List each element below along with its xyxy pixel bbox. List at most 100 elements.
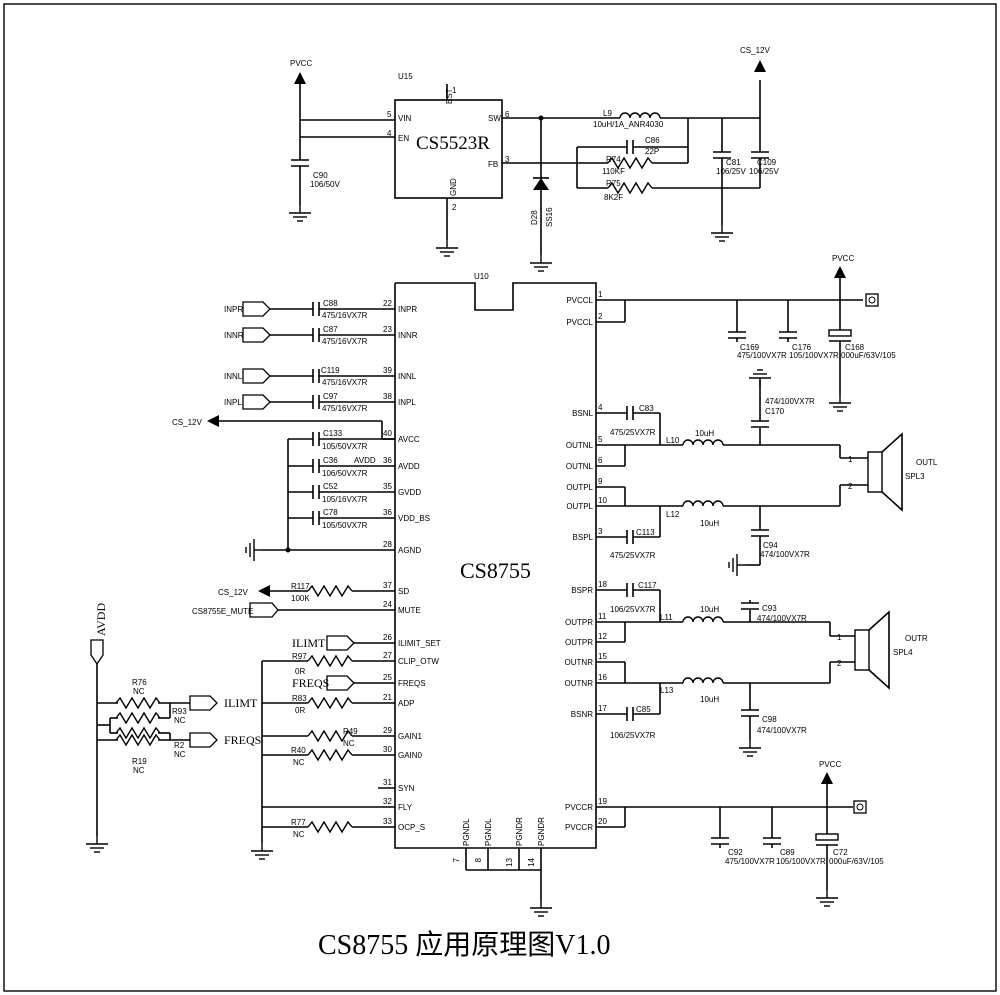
u10-right-pin-num: 12: [598, 632, 607, 641]
u10-left-pin-num: 27: [383, 651, 392, 660]
c133-val: 105/50VX7R: [322, 442, 368, 451]
c113-ref: C113: [636, 528, 655, 537]
u10-left-pin-num: 36: [383, 456, 392, 465]
u10-left-pin-num: 33: [383, 817, 392, 826]
avdd-inline-label: AVDD: [354, 456, 376, 465]
c169-ref: C169: [740, 343, 760, 352]
u10-left-pin-name: OCP_S: [398, 823, 425, 832]
c90-val: 106/50V: [310, 180, 340, 189]
u10-bottom-pin-name: PGNDR: [515, 817, 524, 846]
r19-val: NC: [133, 766, 145, 775]
right-channel-output: C117 106/25VX7R L11 10uH C93 474/100VX7R…: [596, 581, 928, 757]
net-avdd: AVDD: [94, 603, 108, 636]
spl3-ref: SPL3: [905, 472, 925, 481]
u10-bottom-pin-num: 13: [505, 857, 514, 866]
cs12v-label-sd: CS_12V: [218, 588, 248, 597]
u10-right-pin-num: 17: [598, 704, 607, 713]
c113-val: 475/25VX7R: [610, 551, 656, 560]
c89-val: 105/100VX7R: [776, 857, 826, 866]
u10-left-pin-name: GAIN1: [398, 732, 423, 741]
c88-ref: C88: [323, 299, 338, 308]
c168-ref: C168: [845, 343, 865, 352]
page-frame: [3, 3, 997, 992]
u10-right-pin-name: PVCCL: [566, 296, 593, 305]
u15-pin-en: EN: [398, 134, 409, 143]
net-freqs-right: FREQS: [292, 676, 329, 690]
u10-left-pin-name: AGND: [398, 546, 421, 555]
u10-left-pin-num: 24: [383, 600, 392, 609]
u10-left-pin-name: SYN: [398, 784, 415, 793]
l10-ref: L10: [666, 436, 680, 445]
pvcc-label-r: PVCC: [819, 760, 841, 769]
u10-left-pin-num: 30: [383, 745, 392, 754]
pvcc-label-l: PVCC: [832, 254, 854, 263]
c117-val: 106/25VX7R: [610, 605, 656, 614]
pvcc-input-net: PVCC C90 106/50V: [288, 59, 395, 222]
buck-output-network: L9 10uH/1A_ANR4030 D28 SS16 C86 22P R74 …: [502, 46, 779, 272]
r2-ref: R2: [174, 741, 185, 750]
u10-left-pin-name: INPL: [398, 398, 416, 407]
c97-ref: C97: [323, 392, 338, 401]
u10-left-pin-num: 23: [383, 325, 392, 334]
u10-left-pin-num: 25: [383, 673, 392, 682]
spl4-pin1: 1: [837, 633, 842, 642]
r49-ref: R49: [343, 727, 358, 736]
u10-right-pin-num: 11: [598, 612, 607, 621]
u10-right-pin-name: BSPL: [573, 533, 594, 542]
r93-ref: R93: [172, 707, 187, 716]
u10-right-pin-num: 16: [598, 673, 607, 682]
r93-val: NC: [174, 716, 186, 725]
l9-val: 10uH/1A_ANR4030: [593, 120, 664, 129]
l9-ref: L9: [603, 109, 612, 118]
u10-name: CS8755: [460, 558, 531, 583]
c92-ref: C92: [728, 848, 743, 857]
u10-bottom-pin-name: PGNDL: [462, 818, 471, 846]
u10-right-pin-name: PVCCR: [565, 823, 593, 832]
c170-ref: C170: [765, 407, 785, 416]
u10-right-pin-name: BSNR: [571, 710, 593, 719]
r40-ref: R40: [291, 746, 306, 755]
l10-val: 10uH: [695, 429, 714, 438]
u10-right-pin-name: OUTPR: [565, 618, 593, 627]
c86-ref: C86: [645, 136, 660, 145]
u10-bottom-pin-num: 14: [527, 857, 536, 866]
net-innl: INNL: [224, 372, 243, 381]
u15-pin-vin: VIN: [398, 114, 412, 123]
u10-left-pin-num: 36: [383, 508, 392, 517]
u10-right-pin-num: 19: [598, 797, 607, 806]
c52-val: 105/16VX7R: [322, 495, 368, 504]
u10-right-pin-name: OUTNL: [566, 462, 594, 471]
cs12v-label-top: CS_12V: [740, 46, 770, 55]
net-outl: OUTL: [916, 458, 938, 467]
u10-left-pin-num: 21: [383, 693, 392, 702]
pvccr-connector: [853, 800, 867, 814]
c98-ref: C98: [762, 715, 777, 724]
u15-ref: U15: [398, 72, 413, 81]
c87-val: 475/16VX7R: [322, 337, 368, 346]
u10-left-pin-name: AVDD: [398, 462, 420, 471]
cs12v-label-avcc: CS_12V: [172, 418, 202, 427]
u15-num-gnd: 2: [452, 203, 457, 212]
u15-num-en: 4: [387, 129, 392, 138]
u10-left-pin-num: 40: [383, 429, 392, 438]
u10-left-pin-num: 38: [383, 392, 392, 401]
r75-val: 8K2F: [604, 193, 623, 202]
c81-val: 106/25V: [716, 167, 746, 176]
u10-right-pin-num: 9: [598, 477, 603, 486]
c117-ref: C117: [638, 581, 657, 590]
r117-ref: R117: [291, 582, 310, 591]
u10-right-pin-name: PVCCR: [565, 803, 593, 812]
u15-regulator: U15 CS5523R VIN EN SW FB BST GND 5 4 6 3…: [387, 72, 510, 257]
u10-bottom-pin-num: 8: [474, 857, 483, 862]
u10-left-pin-name: ADP: [398, 699, 414, 708]
u10-left-pin-num: 28: [383, 540, 392, 549]
u15-pin-sw: SW: [488, 114, 501, 123]
c170-val: 474/100VX7R: [765, 397, 815, 406]
net-inpl: INPL: [224, 398, 242, 407]
r117-val: 100K: [291, 594, 310, 603]
c92-val: 475/100VX7R: [725, 857, 775, 866]
r77-val: NC: [293, 830, 305, 839]
c169-val: 475/100VX7R: [737, 351, 787, 360]
u10-right-pin-name: OUTPL: [566, 502, 593, 511]
